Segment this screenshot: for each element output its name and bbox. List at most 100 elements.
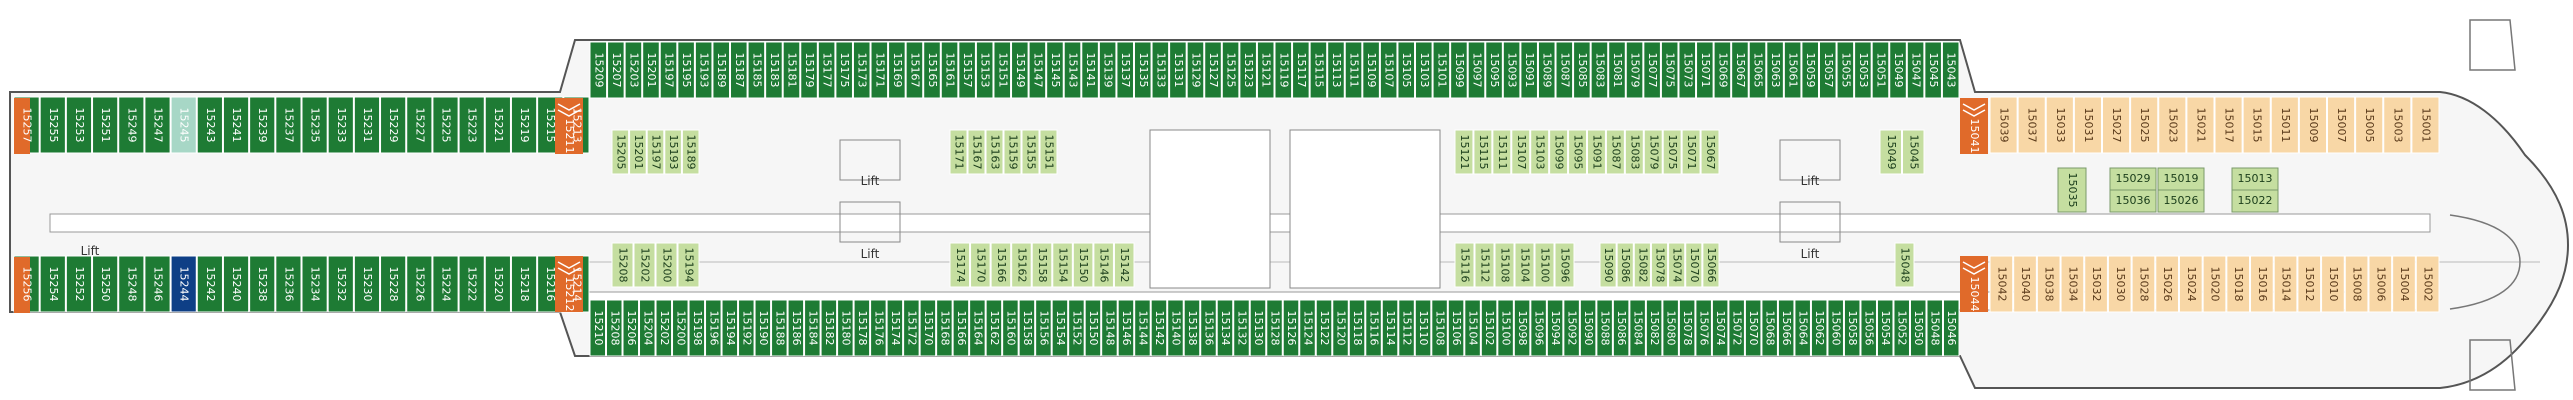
mid-top-cabin[interactable] (1204, 41, 1222, 99)
mid-bottom-cabin[interactable] (1860, 299, 1877, 357)
inner-top-c-cabin[interactable] (1605, 129, 1625, 175)
aft-bottom-cabin[interactable] (432, 255, 459, 313)
fwd-bottom-cabin[interactable] (2155, 255, 2179, 313)
aft-top-cabin[interactable] (327, 96, 354, 154)
mid-bottom-cabin[interactable] (1942, 299, 1960, 357)
fwd-bottom-cabin[interactable] (2368, 255, 2393, 313)
aft-bottom-cabin[interactable] (39, 255, 66, 313)
mid-bottom-cabin[interactable] (1051, 299, 1069, 357)
mid-bottom-cabin[interactable] (853, 299, 871, 357)
mid-top-cabin[interactable] (765, 41, 783, 99)
inner-bottom-a-cabin[interactable] (611, 242, 634, 288)
aft-top-cabin[interactable] (170, 96, 197, 154)
mid-bottom-cabin[interactable] (870, 299, 887, 357)
inner-bottom-a-cabin[interactable] (633, 242, 656, 288)
inner-top-c-cabin[interactable] (1662, 129, 1682, 175)
mid-top-cabin[interactable] (870, 41, 889, 99)
fwd-top-cabin[interactable] (2242, 96, 2271, 154)
mid-bottom-cabin[interactable] (672, 299, 689, 357)
inner-top-a-cabin[interactable] (646, 129, 665, 175)
fwd-top-cabin[interactable] (2214, 96, 2243, 154)
mid-bottom-cabin[interactable] (1530, 299, 1547, 357)
inner-bottom-b-cabin[interactable] (1011, 242, 1032, 288)
fwd-bottom-cabin[interactable] (2344, 255, 2369, 313)
mid-bottom-cabin[interactable] (1431, 299, 1448, 357)
mid-bottom-cabin[interactable] (1678, 299, 1696, 357)
mid-bottom-cabin[interactable] (1497, 299, 1514, 357)
mid-bottom-cabin[interactable] (1266, 299, 1283, 357)
mid-top-cabin[interactable] (1116, 41, 1134, 99)
mid-top-cabin[interactable] (1256, 41, 1275, 99)
mid-top-cabin[interactable] (1309, 41, 1328, 99)
mid-top-cabin[interactable] (852, 41, 871, 99)
fwd-bottom-cabin[interactable] (2202, 255, 2227, 313)
mid-top-cabin[interactable] (782, 41, 801, 99)
inner-bottom-c-cabin[interactable] (1474, 242, 1495, 288)
mid-bottom-cabin[interactable] (1381, 299, 1399, 357)
aft-bottom-cabin[interactable] (406, 255, 433, 313)
mid-bottom-cabin[interactable] (1200, 299, 1217, 357)
inner-bottom-b-cabin[interactable] (1113, 242, 1135, 288)
fwd-bottom-cabin[interactable] (2178, 255, 2203, 313)
aft-top-cabin[interactable] (380, 96, 407, 154)
mid-top-cabin[interactable] (1415, 41, 1433, 99)
mid-bottom-cabin[interactable] (820, 299, 838, 357)
mid-bottom-cabin[interactable] (1645, 299, 1663, 357)
fwd-bottom-cabin[interactable] (2036, 255, 2061, 313)
mid-top-cabin[interactable] (1011, 41, 1029, 99)
mid-top-cabin[interactable] (1397, 41, 1416, 99)
fwd-top-cabin[interactable] (1989, 96, 2018, 154)
mid-bottom-cabin[interactable] (738, 299, 755, 357)
aft-bottom-cabin[interactable] (92, 255, 119, 313)
mid-bottom-cabin[interactable] (985, 299, 1003, 357)
inner-bottom-c-cabin[interactable] (1494, 242, 1515, 288)
mid-top-cabin[interactable] (1186, 41, 1205, 99)
mid-top-cabin[interactable] (747, 41, 766, 99)
mid-top-cabin[interactable] (1344, 41, 1363, 99)
mid-top-cabin[interactable] (905, 41, 924, 99)
mid-top-cabin[interactable] (1362, 41, 1380, 99)
inner-top-c-cabin[interactable] (1511, 129, 1531, 175)
mid-top-cabin[interactable] (1590, 41, 1609, 99)
aft-bottom-cabin[interactable] (65, 255, 93, 313)
mid-top-cabin[interactable] (624, 41, 643, 99)
mid-top-cabin[interactable] (642, 41, 660, 99)
inner-bottom-d-cabin[interactable] (1633, 242, 1651, 288)
fwd-top-cabin[interactable] (2270, 96, 2299, 154)
aft-bottom-cabin[interactable] (510, 255, 538, 313)
inner-bottom-c-cabin[interactable] (1514, 242, 1535, 288)
mid-bottom-cabin[interactable] (1761, 299, 1778, 357)
aft-bottom-cabin[interactable] (196, 255, 223, 313)
mid-bottom-cabin[interactable] (1035, 299, 1052, 357)
aft-top-cabin[interactable] (196, 96, 223, 154)
mid-top-cabin[interactable] (712, 41, 731, 99)
mid-bottom-cabin[interactable] (919, 299, 937, 357)
inner-bottom-d-cabin[interactable] (1685, 242, 1703, 288)
inner-top-b-cabin[interactable] (949, 129, 968, 175)
mid-bottom-cabin[interactable] (1332, 299, 1349, 357)
aft-top-cabin[interactable] (222, 96, 250, 154)
aft-top-cabin[interactable] (432, 96, 459, 154)
fwd-bottom-cabin[interactable] (2415, 255, 2440, 313)
mid-bottom-cabin[interactable] (952, 299, 970, 357)
fwd-bottom-cabin[interactable] (2392, 255, 2416, 313)
inner-top-a-cabin[interactable] (629, 129, 647, 175)
inner-top-c-cabin[interactable] (1700, 129, 1720, 175)
mid-bottom-cabin[interactable] (1348, 299, 1366, 357)
mid-bottom-cabin[interactable] (1315, 299, 1333, 357)
mid-top-cabin[interactable] (1555, 41, 1574, 99)
mid-top-cabin[interactable] (1608, 41, 1626, 99)
fwd-mid-cabin[interactable] (2109, 189, 2157, 213)
mid-bottom-cabin[interactable] (1398, 299, 1415, 357)
inner-top-b-cabin[interactable] (985, 129, 1004, 175)
mid-bottom-cabin[interactable] (1216, 299, 1234, 357)
mid-top-cabin[interactable] (1818, 41, 1837, 99)
mid-top-cabin[interactable] (975, 41, 994, 99)
mid-top-cabin[interactable] (1520, 41, 1538, 99)
fwd-top-cabin[interactable] (2355, 96, 2384, 154)
aft-top-cabin[interactable] (301, 96, 328, 154)
mid-top-cabin[interactable] (1502, 41, 1521, 99)
inner-top-b-cabin[interactable] (1003, 129, 1022, 175)
aft-top-cabin[interactable] (144, 96, 171, 154)
fwd-bottom-cabin[interactable] (2013, 255, 2037, 313)
